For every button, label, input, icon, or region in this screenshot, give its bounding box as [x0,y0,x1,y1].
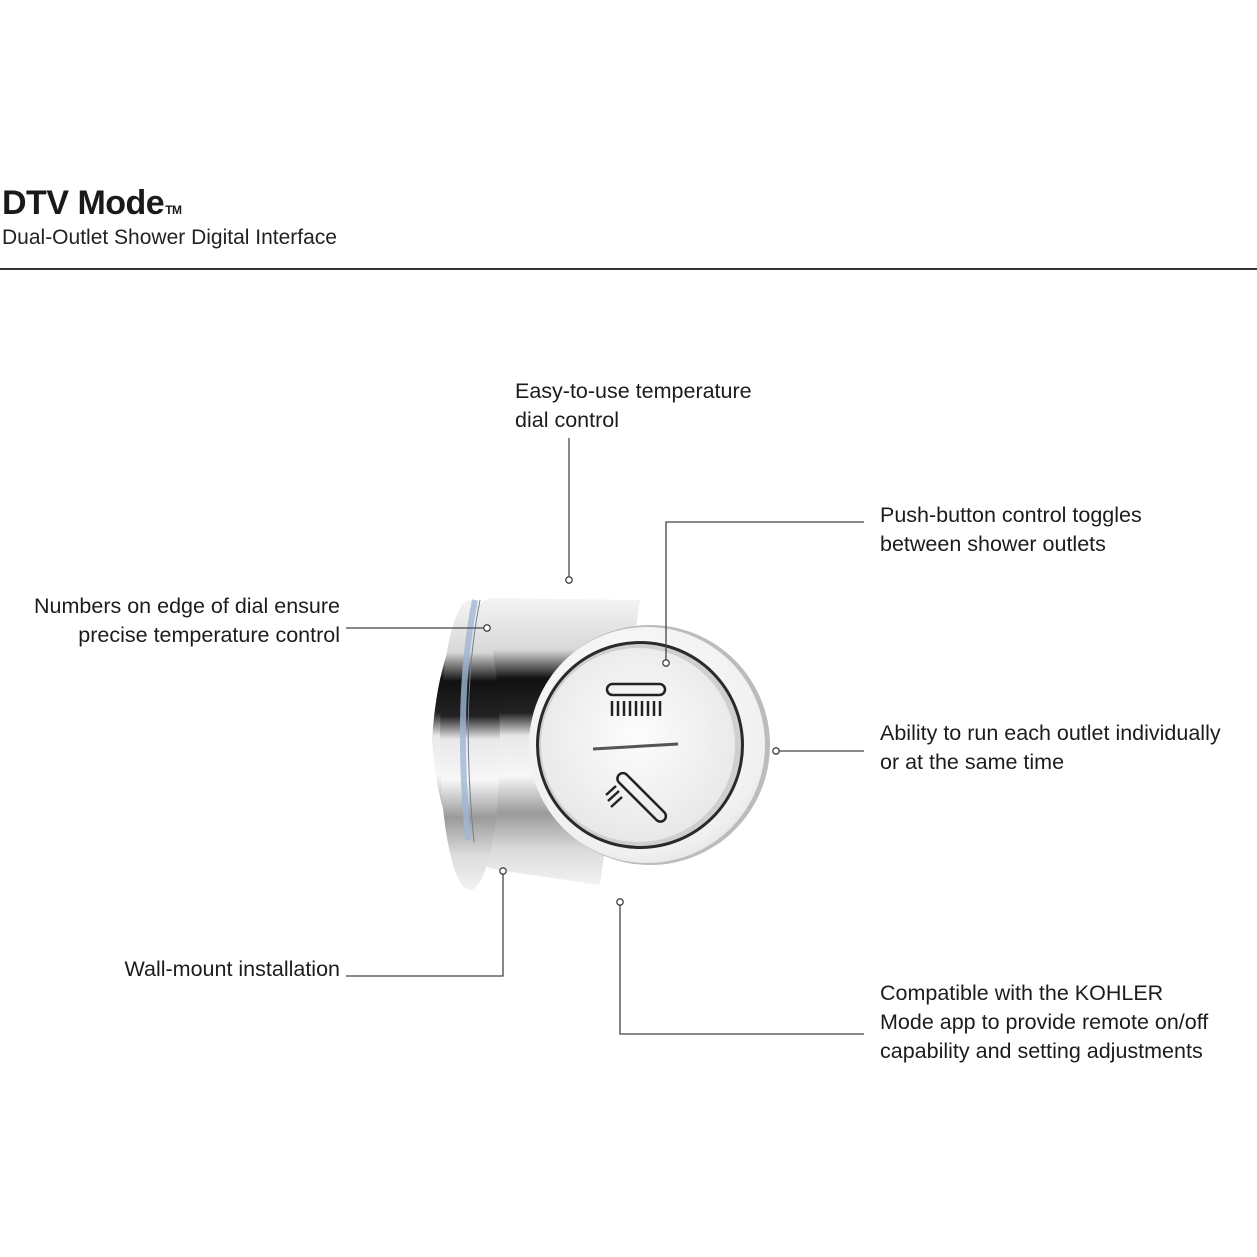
callout-wall-mount: Wall-mount installation [124,957,340,981]
divider [0,268,1257,270]
callout-dial-control: Easy-to-use temperature dial control [515,379,752,432]
separator-line [592,742,679,751]
leader-push-button [665,521,864,660]
title-text: DTV Mode [2,184,165,222]
callout-outlets: Ability to run each outlet individually … [880,721,1221,774]
handshower-icon [605,771,668,823]
leader-app [619,905,864,1035]
callout-app: Compatible with the KOHLER Mode app to p… [880,981,1209,1063]
trademark: TM [165,203,182,217]
overhead-shower-icon [605,682,667,716]
page-subtitle: Dual-Outlet Shower Digital Interface [2,226,337,249]
callout-push-button: Push-button control toggles between show… [880,503,1142,556]
callout-numbers-on-dial: Numbers on edge of dial ensure precise t… [34,594,340,647]
leader-wall-mount [346,874,504,977]
page-title: DTV ModeTM [2,184,182,223]
